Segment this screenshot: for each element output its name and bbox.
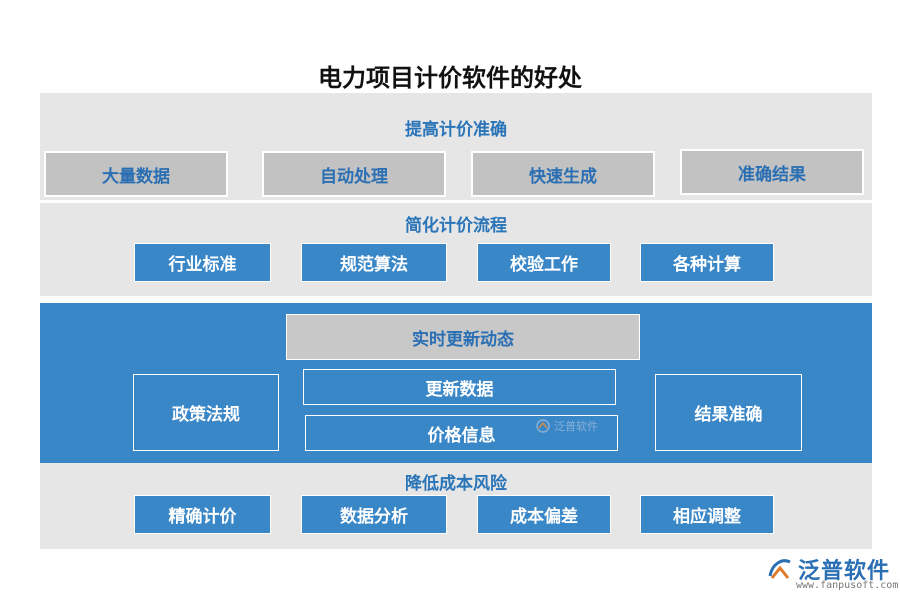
section-simplify-flow-label: 简化计价流程 <box>405 216 507 236</box>
watermark-text: 泛普软件 <box>554 420 598 433</box>
item-industry-standard: 行业标准 <box>134 243 271 282</box>
accurate-result-box: 结果准确 <box>655 374 802 451</box>
section-reduce-risk-label: 降低成本风险 <box>405 474 507 494</box>
price-info-box: 价格信息 <box>305 415 618 451</box>
section-improve-accuracy: 提高计价准确 大量数据 自动处理 快速生成 准确结果 <box>40 93 872 200</box>
item-large-data: 大量数据 <box>44 151 228 197</box>
item-cost-deviation: 成本偏差 <box>477 495 611 534</box>
item-fast-generate: 快速生成 <box>471 151 655 197</box>
item-accurate-result: 准确结果 <box>680 149 864 195</box>
item-auto-process: 自动处理 <box>262 151 446 197</box>
section-simplify-flow: 简化计价流程 行业标准 规范算法 校验工作 各种计算 <box>40 203 872 296</box>
item-precise-pricing: 精确计价 <box>134 495 271 534</box>
watermark-logo-icon <box>536 419 550 433</box>
item-adjustment: 相应调整 <box>640 495 774 534</box>
brand-name: 泛普软件 <box>798 559 891 584</box>
item-standard-algorithm: 规范算法 <box>301 243 447 282</box>
brand-logo: 泛普软件 <box>766 553 890 585</box>
section-reduce-risk: 降低成本风险 精确计价 数据分析 成本偏差 相应调整 <box>40 463 872 549</box>
section-realtime-update: 实时更新动态 政策法规 更新数据 价格信息 结果准确 <box>40 303 872 463</box>
page-title: 电力项目计价软件的好处 <box>318 64 582 92</box>
policy-regulations-box: 政策法规 <box>133 374 279 451</box>
watermark: 泛普软件 <box>536 418 598 434</box>
update-data-box: 更新数据 <box>303 369 616 405</box>
brand-logo-icon <box>768 559 791 579</box>
item-data-analysis: 数据分析 <box>301 495 447 534</box>
section-improve-accuracy-label: 提高计价准确 <box>405 120 507 140</box>
item-verification: 校验工作 <box>477 243 611 282</box>
realtime-update-title: 实时更新动态 <box>286 314 640 360</box>
item-various-calc: 各种计算 <box>640 243 774 282</box>
brand-url: www.fanpusoft.com <box>796 580 899 591</box>
